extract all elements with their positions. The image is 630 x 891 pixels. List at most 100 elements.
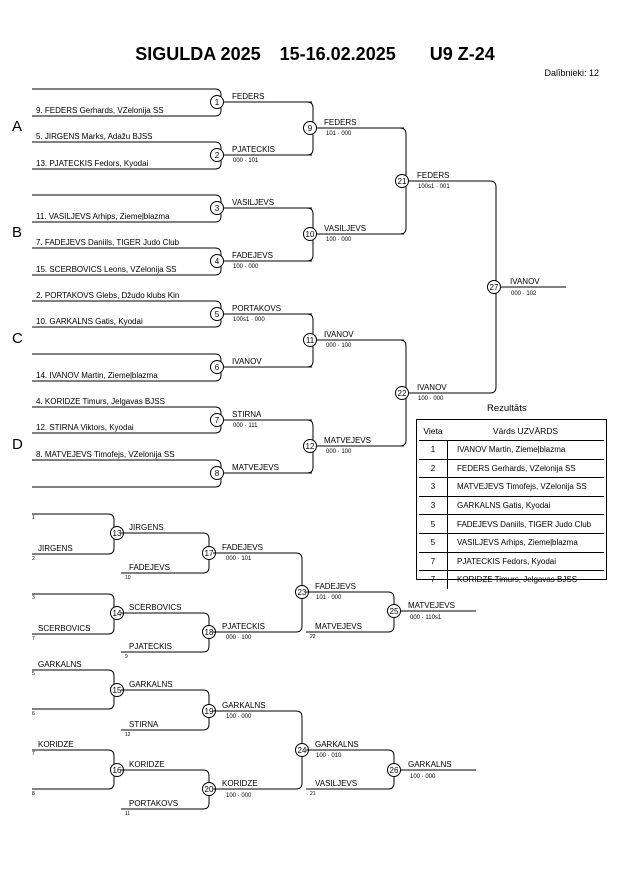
- slot-number: 1: [32, 515, 35, 521]
- match-number-badge: [395, 386, 409, 400]
- final-winner: IVANOV: [510, 277, 540, 286]
- slot-number: 9: [125, 654, 128, 660]
- match-number: 15: [113, 686, 122, 695]
- match-number-badge: [210, 413, 224, 427]
- match-score: 100s1 · 001: [418, 184, 450, 190]
- match-score: 100 · 000: [233, 264, 259, 270]
- results-place: 1: [419, 441, 448, 459]
- match-winner: KORIDZE: [222, 779, 258, 788]
- slot-number: 7: [32, 636, 35, 642]
- results-place: 3: [419, 496, 448, 515]
- results-header: Vieta Vārds UZVĀRDS: [419, 422, 604, 440]
- match-number-badge: [210, 307, 224, 321]
- bronze-winner: MATVEJEVS: [408, 601, 455, 610]
- results-name: MATVEJEVS Timofejs, VZelonija SS: [457, 482, 587, 492]
- match-number: 26: [390, 766, 399, 775]
- bracket-line: [213, 710, 303, 790]
- match-number: 25: [390, 607, 399, 616]
- match-winner: GARKALNS: [222, 701, 266, 710]
- match-number-badge: [210, 466, 224, 480]
- results-place: 5: [419, 533, 448, 552]
- match-number-badge: [387, 604, 401, 618]
- match-number: 20: [205, 785, 214, 794]
- results-name: FEDERS Gerhards, VZelonija SS: [457, 463, 576, 473]
- slot-number: 8: [32, 791, 35, 797]
- match-number-badge: [303, 439, 317, 453]
- event-dates: 15-16.02.2025: [279, 44, 396, 64]
- match-number: 17: [205, 549, 214, 558]
- match-winner: FADEJEVS: [232, 251, 273, 260]
- match-number: 24: [298, 746, 307, 755]
- participant-count: Dalībnieki: 12: [544, 68, 599, 78]
- results-col-name: Vārds UZVĀRDS: [492, 426, 559, 436]
- match-score: 000 · 100: [326, 343, 352, 349]
- repechage-entrant: MATVEJEVS: [315, 622, 362, 631]
- match-number: 10: [306, 230, 315, 239]
- repechage-entrant: VASILJEVS: [315, 779, 357, 788]
- match-winner: JIRGENS: [129, 523, 164, 532]
- bracket-line: [317, 339, 407, 447]
- results-name: FADEJEVS Daniils, TIGER Judo Club: [457, 519, 592, 529]
- slot-number: 11: [125, 811, 130, 817]
- slot-number: 6: [32, 711, 35, 717]
- match-score: 100 · 000: [410, 774, 436, 780]
- entrant-name: 8. MATVEJEVS Timofejs, VZelonija SS: [36, 450, 175, 459]
- results-name: IVANOV Martin, Ziemeļblazma: [457, 445, 566, 455]
- match-score: 000 · 101: [233, 158, 259, 164]
- repechage-entrant: SCERBOVICS: [38, 624, 90, 633]
- bracket-line: [32, 749, 115, 790]
- bracket-line: [317, 127, 407, 235]
- match-number: 12: [306, 442, 315, 451]
- match-winner: GARKALNS: [315, 740, 359, 749]
- match-score: 100 · 000: [226, 793, 252, 799]
- match-number: 23: [298, 588, 307, 597]
- match-score: 100 · 000: [326, 237, 352, 243]
- match-number-badge: [210, 148, 224, 162]
- match-number: 16: [113, 766, 122, 775]
- match-number: 8: [215, 469, 220, 478]
- bronze-winner: GARKALNS: [408, 760, 452, 769]
- pool-label-b: B: [12, 224, 23, 241]
- entrant-name: 4. KORIDZE Timurs, Jelgavas BJSS: [36, 397, 165, 406]
- results-row: 3 GARKALNS Gatis, Kyodai: [419, 495, 604, 515]
- match-winner: KORIDZE: [129, 760, 165, 769]
- pool-label-a: A: [12, 118, 23, 135]
- entrant-name: 2. PORTAKOVS Glebs, Džudo klubs Kin: [36, 291, 179, 300]
- match-score: 000 · 100: [326, 449, 352, 455]
- match-score: 000 · 111: [233, 423, 258, 429]
- bracket-line: [32, 669, 115, 710]
- slot-number: 2: [32, 556, 35, 562]
- match-winner: SCERBOVICS: [129, 603, 181, 612]
- match-number: 5: [215, 310, 220, 319]
- match-score: 101 · 000: [326, 131, 352, 137]
- match-number: 2: [215, 151, 220, 160]
- match-number-badge: [487, 280, 501, 294]
- results-name: PJATECKIS Fedors, Kyodai: [457, 556, 556, 566]
- match-winner: PORTAKOVS: [232, 304, 281, 313]
- match-score: 100 · 000: [418, 396, 444, 402]
- match-winner: VASILJEVS: [324, 224, 366, 233]
- match-winner: PJATECKIS: [222, 622, 265, 631]
- match-number-badge: [303, 121, 317, 135]
- match-number-badge: [210, 254, 224, 268]
- match-number-badge: [395, 174, 409, 188]
- entrant-name: 13. PJATECKIS Fedors, Kyodai: [36, 159, 149, 168]
- entrant-name: 15. SCERBOVICS Leons, VZelonija SS: [36, 265, 177, 274]
- slot-number: 7: [32, 751, 35, 757]
- results-name: GARKALNS Gatis, Kyodai: [457, 501, 551, 511]
- match-number-badge: [303, 333, 317, 347]
- match-winner: FEDERS: [417, 171, 449, 180]
- match-number: 1: [215, 98, 220, 107]
- slot-number: 3: [32, 595, 35, 601]
- match-number-badge: [210, 360, 224, 374]
- match-number: 22: [398, 389, 407, 398]
- repechage-entrant: FADEJEVS: [129, 563, 170, 572]
- repechage-entrant: PORTAKOVS: [129, 799, 178, 808]
- entrant-name: 7. FADEJEVS Daniils, TIGER Judo Club: [36, 238, 180, 247]
- match-winner: FADEJEVS: [315, 582, 356, 591]
- pool-label-d: D: [12, 436, 23, 453]
